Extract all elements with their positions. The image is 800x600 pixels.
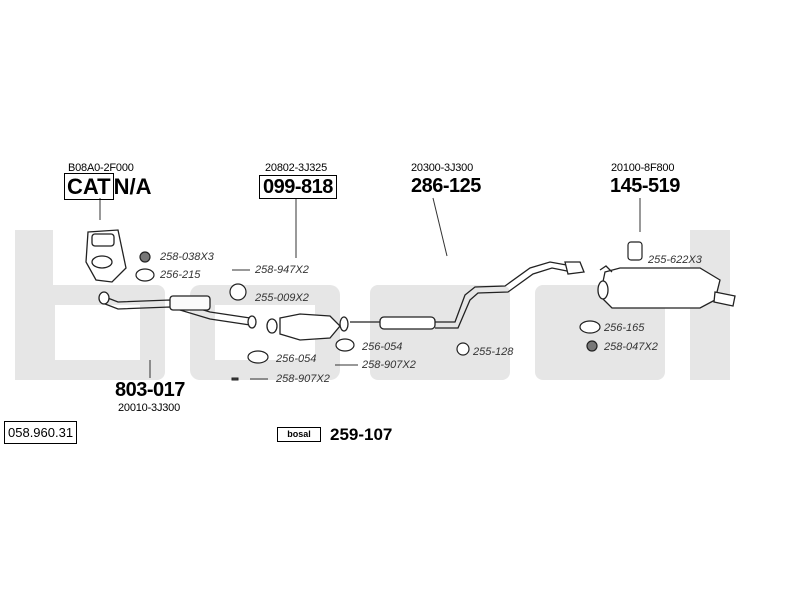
gaskets [135,241,643,364]
oe-number-rear-silencer: 20100-8F800 [611,162,675,174]
catalog-number: 058.960.31 [4,421,78,444]
cat-suffix: N/A [113,174,152,199]
leader-lines [99,197,641,380]
ref-256-054-left[interactable]: 256-054 [276,353,317,365]
part-number-middle-pipe[interactable]: 286-125 [411,175,481,197]
ref-256-054-right[interactable]: 256-054 [362,341,403,353]
ref-258-907x2-left[interactable]: 258-907X2 [276,373,330,385]
part-number-front-pipe[interactable]: 803-017 [115,379,185,401]
middle-catalyst-shape [266,313,349,341]
part-number-rear-silencer[interactable]: 145-519 [610,175,680,197]
ref-255-009x2[interactable]: 255-009X2 [255,292,309,304]
oe-number-middle-pipe: 20300-3J300 [411,162,474,174]
catalytic-converter-shape [85,229,127,283]
ref-258-038x3[interactable]: 258-038X3 [160,251,214,263]
kit-clamp-shape [231,377,239,381]
cat-label: CAT [64,173,114,200]
ref-255-128[interactable]: 255-128 [473,346,514,358]
rear-silencer-shape [597,265,736,309]
watermark-holes [55,305,315,360]
ref-258-947x2[interactable]: 258-947X2 [255,264,309,276]
kit-brand-badge: bosal [277,427,321,442]
ref-255-622x3[interactable]: 255-622X3 [648,254,702,266]
ref-256-165[interactable]: 256-165 [604,322,645,334]
ref-258-907x2-right[interactable]: 258-907X2 [362,359,416,371]
oe-number-catalyst: B08A0-2F000 [68,162,134,174]
oe-number-front-pipe: 20010-3J300 [118,402,181,414]
ref-258-047x2[interactable]: 258-047X2 [604,341,658,353]
oe-number-middle-catalyst: 20802-3J325 [265,162,328,174]
middle-pipe-shape [350,261,585,330]
part-number-mounting-kit[interactable]: 259-107 [330,425,393,444]
front-pipe-shape [98,291,257,329]
ref-256-215[interactable]: 256-215 [160,269,201,281]
part-number-middle-catalyst[interactable]: 099-818 [259,175,337,199]
